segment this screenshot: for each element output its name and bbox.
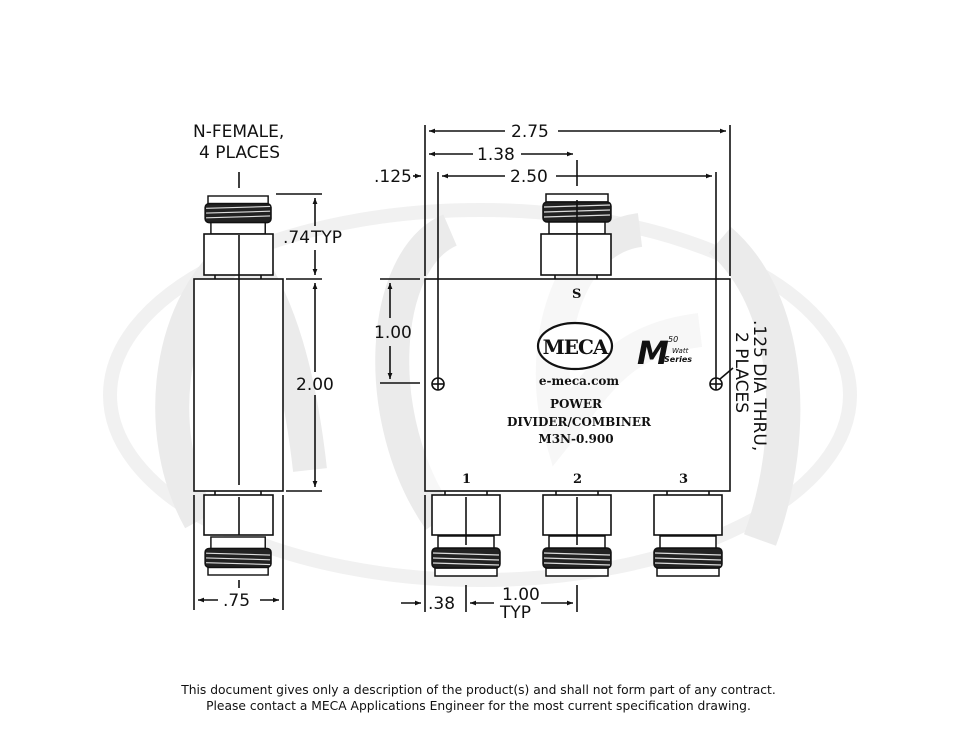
series-badge-letter: M <box>637 334 669 372</box>
mount-hole-edge-offset-dim: .125 <box>374 167 412 187</box>
series-badge-unit: Watt <box>672 347 689 355</box>
series-badge-power: 50 <box>668 335 678 344</box>
input-port-label: S <box>572 287 581 302</box>
product-line2: DIVIDER/COMBINER <box>507 415 652 429</box>
center-port-offset-dim: 1.38 <box>477 145 515 165</box>
side-view <box>193 172 322 610</box>
port-pitch-dim: 1.00 <box>502 585 540 605</box>
output-port-label-3: 3 <box>679 472 688 487</box>
output-port-label-2: 2 <box>573 472 582 487</box>
front-view <box>380 125 734 612</box>
side-body-height-dim: 2.00 <box>296 375 334 395</box>
series-badge-word: Series <box>664 355 692 364</box>
connector-note-line2: 4 PLACES <box>199 143 280 163</box>
website-text: e-meca.com <box>539 374 620 388</box>
mount-hole-note-line1: .125 DIA THRU, <box>749 320 769 451</box>
product-line1: POWER <box>550 397 603 411</box>
port-pitch-suffix: TYP <box>499 603 531 623</box>
overall-width-dim: 2.75 <box>511 122 549 142</box>
mount-hole-spacing-dim: 2.50 <box>510 167 548 187</box>
side-body-width-dim: .75 <box>223 591 250 611</box>
first-port-offset-dim: .38 <box>428 594 455 614</box>
connector-note-line1: N-FEMALE, <box>193 122 284 142</box>
mount-hole-note-line2: 2 PLACES <box>731 332 751 413</box>
connector-length-dim: .74 <box>283 228 310 248</box>
disclaimer-line2: Please contact a MECA Applications Engin… <box>206 699 751 713</box>
connector-length-suffix: TYP <box>310 228 342 248</box>
meca-logo-text: MECA <box>543 335 609 359</box>
disclaimer-footer: This document gives only a description o… <box>0 682 957 714</box>
mount-hole-height-dim: 1.00 <box>374 323 412 343</box>
output-port-label-1: 1 <box>462 472 471 487</box>
disclaimer-line1: This document gives only a description o… <box>181 683 776 697</box>
series-badge: M 50 Watt Series <box>637 334 692 372</box>
meca-logo: MECA <box>536 321 614 371</box>
model-number: M3N-0.900 <box>538 432 613 446</box>
